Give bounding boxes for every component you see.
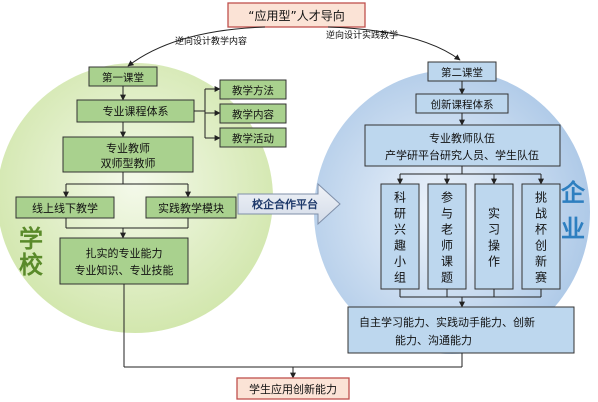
- activity-column-4-char: 挑: [535, 191, 547, 205]
- activity-column-2-char: 课: [441, 255, 453, 269]
- online-teaching-box: [15, 196, 115, 219]
- platform-text: 校企合作平台: [252, 197, 318, 211]
- activity-column-1: [380, 183, 420, 290]
- team-line-2: 产学研平台研究人员、学生队伍: [385, 148, 539, 162]
- abilities-line-1: 自主学习能力、实践动手能力、创新: [359, 315, 535, 329]
- activity-column-1-char: 研: [394, 207, 406, 221]
- bottom-result-box: [236, 377, 350, 400]
- top-goal-text: “应用型”人才导向: [248, 8, 344, 23]
- online-teaching-text: 线上线下教学: [32, 201, 98, 215]
- activity-column-2-char: 题: [441, 271, 453, 285]
- right-arrow-label: 逆向设计实践教学: [326, 29, 398, 41]
- activity-column-4: [521, 183, 561, 290]
- activity-column-1-char: 小: [394, 255, 406, 269]
- arrow-to-first-class: [127, 26, 266, 67]
- second-class-text: 第二课堂: [441, 66, 483, 79]
- course-item-text-1: 教学方法: [232, 84, 274, 97]
- activity-column-2-char: 老: [441, 223, 453, 237]
- teachers-line-1: 专业教师: [106, 141, 150, 155]
- activity-column-2-char: 与: [441, 207, 453, 221]
- course-system-text: 专业课程体系: [103, 104, 169, 118]
- teachers-line-2: 双师型教师: [101, 156, 156, 170]
- course-item-box-1: [219, 79, 287, 100]
- activity-column-4-char: 创: [535, 239, 547, 253]
- team-box: [364, 124, 561, 167]
- enterprise-label-char-2: 业: [561, 215, 585, 243]
- skills-line-2: 专业知识、专业技能: [75, 263, 174, 277]
- skills-box: [59, 237, 189, 285]
- activity-column-3-char: 作: [488, 255, 500, 269]
- school-label-char-1: 学: [19, 225, 43, 253]
- top-goal-box: [227, 2, 366, 28]
- abilities-line-2: 能力、沟通能力: [395, 333, 472, 347]
- course-item-box-2: [219, 103, 287, 124]
- activity-column-2: [427, 183, 467, 290]
- practice-module-box: [145, 196, 237, 219]
- innovation-system-text: 创新课程体系: [431, 98, 494, 111]
- course-item-text-3: 教学活动: [232, 132, 274, 145]
- enterprise-label-char-1: 企: [561, 179, 586, 207]
- activity-column-1-char: 组: [394, 271, 406, 285]
- bottom-result-text: 学生应用创新能力: [249, 382, 337, 396]
- activity-column-1-char: 科: [394, 191, 406, 205]
- activity-column-1-char: 兴: [394, 223, 406, 237]
- school-label-char-2: 校: [19, 251, 44, 279]
- course-item-text-2: 教学内容: [232, 108, 274, 121]
- activity-column-3-char: 习: [488, 223, 500, 237]
- activity-column-2-char: 师: [441, 239, 453, 253]
- activity-column-4-char: 赛: [535, 270, 547, 285]
- platform-arrow: [237, 182, 341, 226]
- activity-column-3-char: 实: [488, 206, 500, 221]
- team-line-1: 专业教师队伍: [429, 131, 495, 145]
- activity-column-4-char: 战: [535, 207, 547, 221]
- activity-column-3: [474, 183, 514, 290]
- left-arrow-label: 逆向设计教学内容: [175, 35, 247, 47]
- first-class-text: 第一课堂: [102, 71, 144, 84]
- activity-column-2-char: 参: [441, 190, 453, 205]
- practice-module-text: 实践教学模块: [158, 201, 224, 215]
- abilities-box: [347, 306, 575, 354]
- activity-column-4-char: 杯: [535, 223, 547, 237]
- arrow-to-second-class: [327, 26, 461, 61]
- activity-column-1-char: 趣: [394, 238, 406, 253]
- activity-column-3-char: 操: [488, 238, 500, 253]
- course-item-box-3: [219, 127, 287, 148]
- teachers-box: [62, 136, 194, 173]
- skills-line-1: 扎实的专业能力: [86, 246, 163, 260]
- activity-column-4-char: 新: [535, 254, 547, 269]
